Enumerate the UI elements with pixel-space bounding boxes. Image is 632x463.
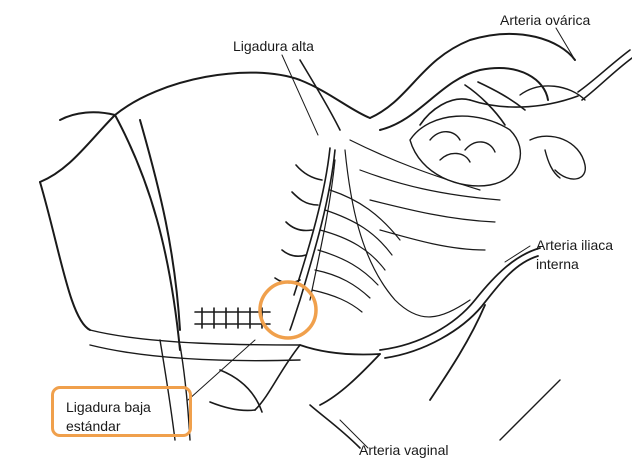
- internal-iliac-artery-label: Arteria iliaca interna: [536, 236, 613, 274]
- low-ligation-highlight-circle: [260, 282, 316, 338]
- internal-iliac-artery-label-line2: interna: [536, 255, 613, 274]
- ovarian-artery-label: Arteria ovárica: [500, 12, 590, 28]
- low-ligation-label-line1: Ligadura baja: [66, 398, 151, 417]
- uterus-outline: [40, 34, 575, 350]
- internal-iliac-artery-label-line1: Arteria iliaca: [536, 236, 613, 255]
- iliac-artery: [300, 248, 540, 405]
- label-leaders: [188, 28, 575, 448]
- low-ligation-label: Ligadura baja estándar: [66, 398, 151, 436]
- ovary-and-tube: [410, 86, 585, 186]
- vaginal-artery-label: Arteria vaginal: [359, 442, 449, 458]
- cervix-folds: [310, 140, 500, 317]
- high-ligation-label: Ligadura alta: [233, 38, 314, 54]
- low-ligation-label-line2: estándar: [66, 417, 151, 436]
- ovarian-artery: [420, 50, 632, 125]
